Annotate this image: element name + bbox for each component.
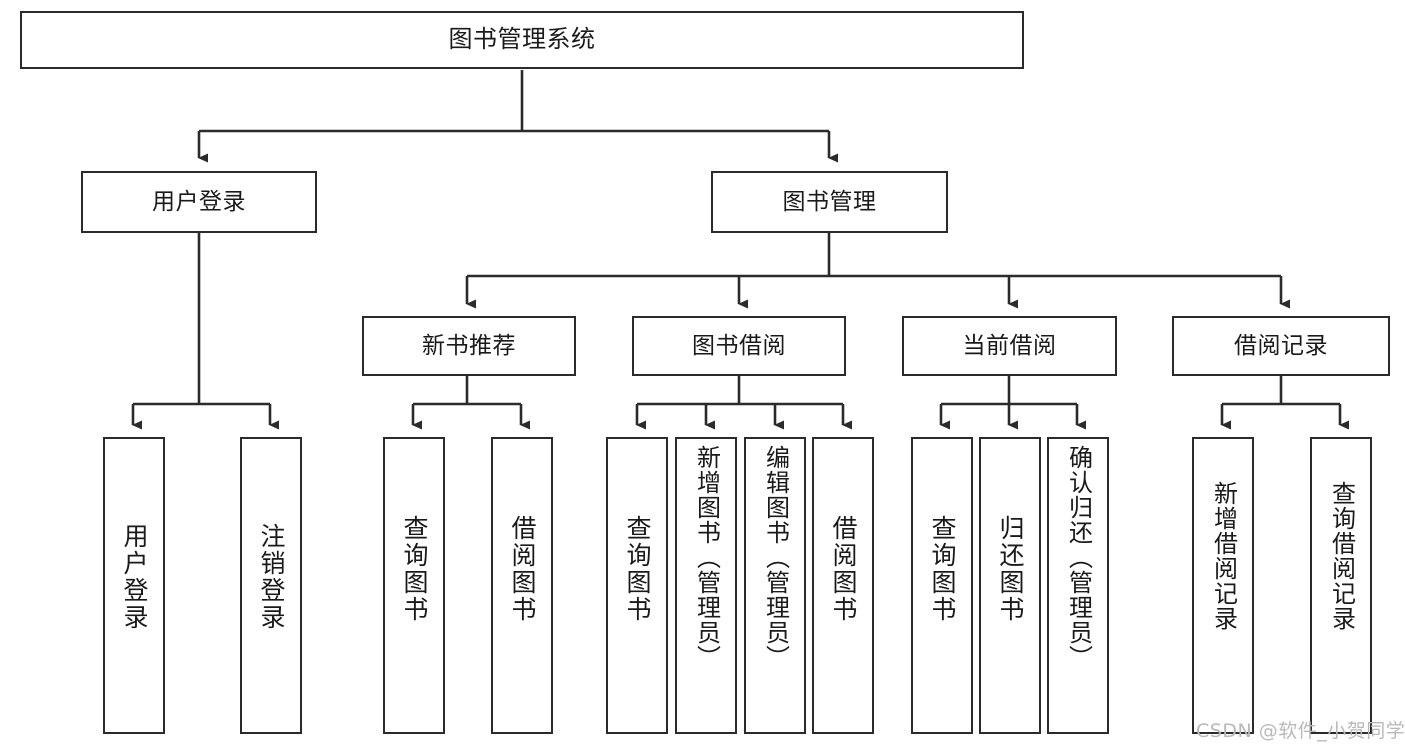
node-leaf-borrow-book-1[interactable]: 借阅图书: [491, 437, 553, 734]
node-book-manage-label: 图书管理: [782, 188, 877, 215]
node-root[interactable]: 图书管理系统: [20, 11, 1024, 69]
node-current-borrow-label: 当前借阅: [962, 332, 1057, 359]
node-leaf-borrow-book-2-label: 借阅图书: [829, 515, 858, 623]
node-leaf-query-book-2-label: 查询图书: [623, 515, 652, 623]
node-leaf-edit-book[interactable]: 编辑图书（管理员）: [744, 437, 806, 734]
node-borrow-record-label: 借阅记录: [1234, 332, 1328, 359]
node-leaf-return-book-label: 归还图书: [996, 515, 1025, 623]
node-leaf-user-logout-label: 注销登录: [257, 523, 286, 631]
node-leaf-confirm-return[interactable]: 确认归还（管理员）: [1047, 437, 1109, 734]
node-leaf-query-book-3[interactable]: 查询图书: [911, 437, 973, 734]
node-leaf-query-book-1[interactable]: 查询图书: [383, 437, 445, 734]
node-leaf-add-book[interactable]: 新增图书（管理员）: [675, 437, 737, 734]
node-leaf-add-record-label: 新增借阅记录: [1209, 481, 1238, 631]
node-leaf-borrow-book-1-label: 借阅图书: [508, 515, 537, 623]
node-leaf-user-logout[interactable]: 注销登录: [240, 437, 302, 734]
node-user-login-label: 用户登录: [152, 188, 246, 215]
node-leaf-add-record[interactable]: 新增借阅记录: [1192, 437, 1254, 734]
node-leaf-query-record[interactable]: 查询借阅记录: [1310, 437, 1372, 734]
node-leaf-user-login[interactable]: 用户登录: [103, 437, 165, 734]
node-leaf-add-book-label: 新增图书（管理员）: [692, 445, 721, 670]
node-leaf-query-book-1-label: 查询图书: [400, 515, 429, 623]
node-leaf-borrow-book-2[interactable]: 借阅图书: [812, 437, 874, 734]
node-root-label: 图书管理系统: [448, 25, 596, 54]
node-user-login[interactable]: 用户登录: [81, 171, 317, 233]
node-leaf-query-book-2[interactable]: 查询图书: [606, 437, 668, 734]
node-new-book-recommend[interactable]: 新书推荐: [362, 316, 576, 376]
node-book-borrow-label: 图书借阅: [692, 332, 786, 359]
node-book-borrow[interactable]: 图书借阅: [632, 316, 846, 376]
node-leaf-user-login-label: 用户登录: [120, 523, 149, 631]
node-current-borrow[interactable]: 当前借阅: [902, 316, 1117, 376]
node-leaf-query-record-label: 查询借阅记录: [1327, 481, 1356, 631]
watermark-text: CSDN @软件_小贺同学: [1196, 720, 1405, 742]
node-book-manage[interactable]: 图书管理: [711, 171, 948, 233]
node-new-book-recommend-label: 新书推荐: [422, 332, 516, 359]
node-leaf-confirm-return-label: 确认归还（管理员）: [1064, 445, 1093, 670]
node-leaf-return-book[interactable]: 归还图书: [979, 437, 1041, 734]
node-leaf-edit-book-label: 编辑图书（管理员）: [761, 445, 790, 670]
node-borrow-record[interactable]: 借阅记录: [1172, 316, 1390, 376]
node-leaf-query-book-3-label: 查询图书: [928, 515, 957, 623]
